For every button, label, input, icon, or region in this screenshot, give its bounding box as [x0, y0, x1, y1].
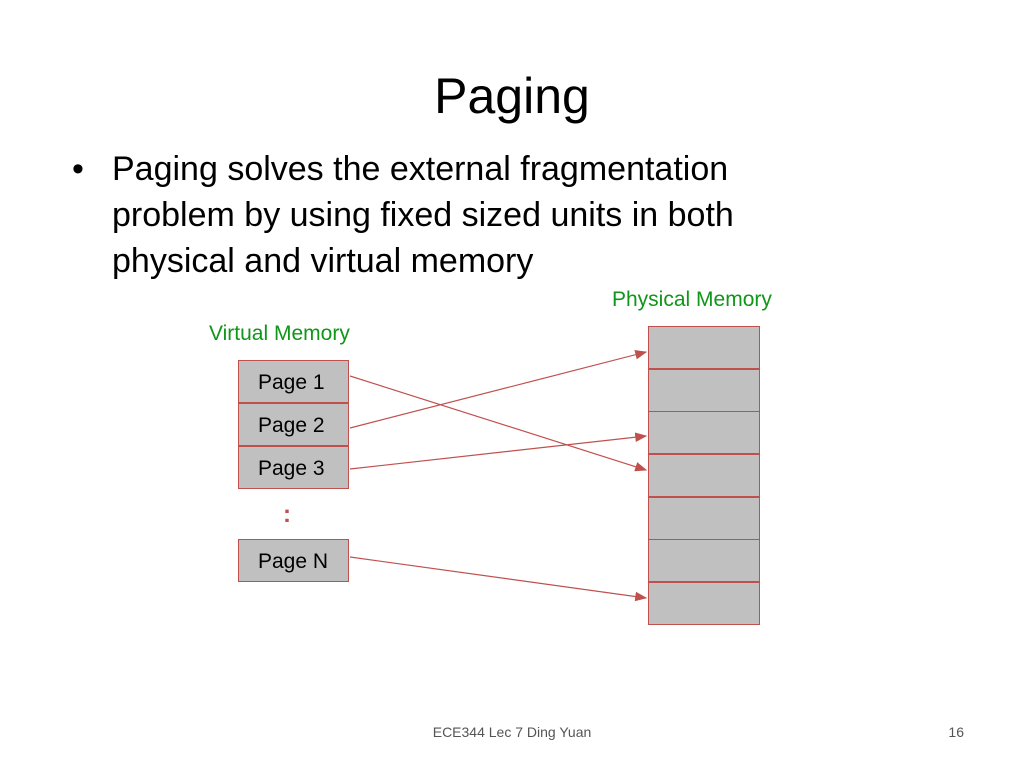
mapping-arrow-page-1	[349, 375, 648, 472]
bullet-line-1: Paging solves the external fragmentation	[112, 150, 729, 188]
bullet-line-2: problem by using fixed sized units in bo…	[112, 196, 734, 234]
physical-memory-label: Physical Memory	[612, 288, 772, 311]
physical-frame-6	[648, 539, 760, 582]
mapping-arrow-page-n	[349, 556, 648, 602]
virtual-memory-label: Virtual Memory	[209, 322, 350, 345]
physical-frame-5	[648, 497, 760, 540]
slide-title: Paging	[434, 68, 590, 124]
bullet-item: • Paging solves the external fragmentati…	[70, 146, 870, 284]
physical-frame-2	[648, 369, 760, 412]
slide-number: 16	[948, 724, 964, 740]
virtual-page-2: Page 2	[238, 403, 349, 446]
physical-frame-1	[648, 326, 760, 369]
mapping-arrow-page-3	[349, 432, 648, 470]
mapping-arrow-page-2	[349, 350, 648, 429]
physical-frame-4	[648, 454, 760, 497]
virtual-page-n: Page N	[238, 539, 349, 582]
bullet-dot-icon: •	[72, 150, 84, 188]
vertical-ellipsis-icon: :	[283, 501, 291, 528]
virtual-page-1: Page 1	[238, 360, 349, 403]
footer-text: ECE344 Lec 7 Ding Yuan	[432, 724, 592, 740]
bullet-list: • Paging solves the external fragmentati…	[70, 146, 870, 284]
virtual-page-3: Page 3	[238, 446, 349, 489]
bullet-line-3: physical and virtual memory	[112, 242, 534, 280]
physical-frame-7	[648, 582, 760, 625]
physical-frame-3	[648, 411, 760, 454]
